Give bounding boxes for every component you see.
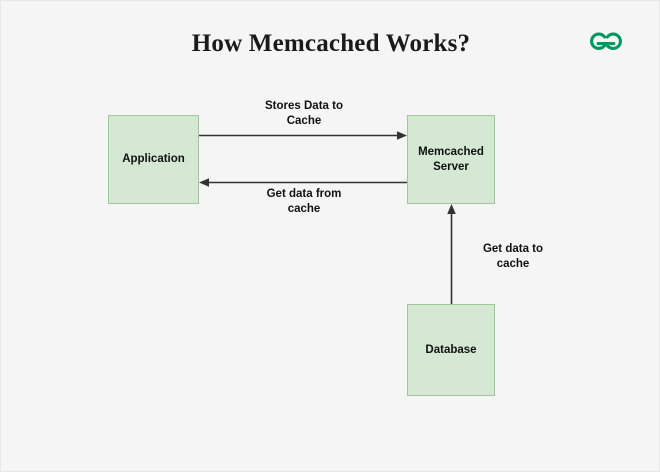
edge-label-get-data-to-cache: Get data to cache — [482, 243, 544, 270]
node-memcached-server: Memcached Server — [407, 115, 495, 204]
node-memcached-server-label: Memcached Server — [418, 145, 484, 173]
node-database-label: Database — [425, 343, 477, 356]
edge-stores-data-to-cache — [199, 131, 407, 140]
page-title: How Memcached Works? — [191, 30, 471, 57]
edge-label-stores-data-to-cache: Stores Data to Cache — [265, 100, 343, 127]
edge-get-data-to-cache — [447, 204, 456, 304]
node-application-label: Application — [122, 153, 185, 165]
node-database: Database — [407, 304, 495, 396]
edge-label-get-data-from-cache: Get data from cache — [266, 188, 342, 215]
geeksforgeeks-logo — [584, 27, 628, 57]
edge-get-data-from-cache — [199, 178, 407, 187]
node-application: Application — [108, 115, 199, 204]
